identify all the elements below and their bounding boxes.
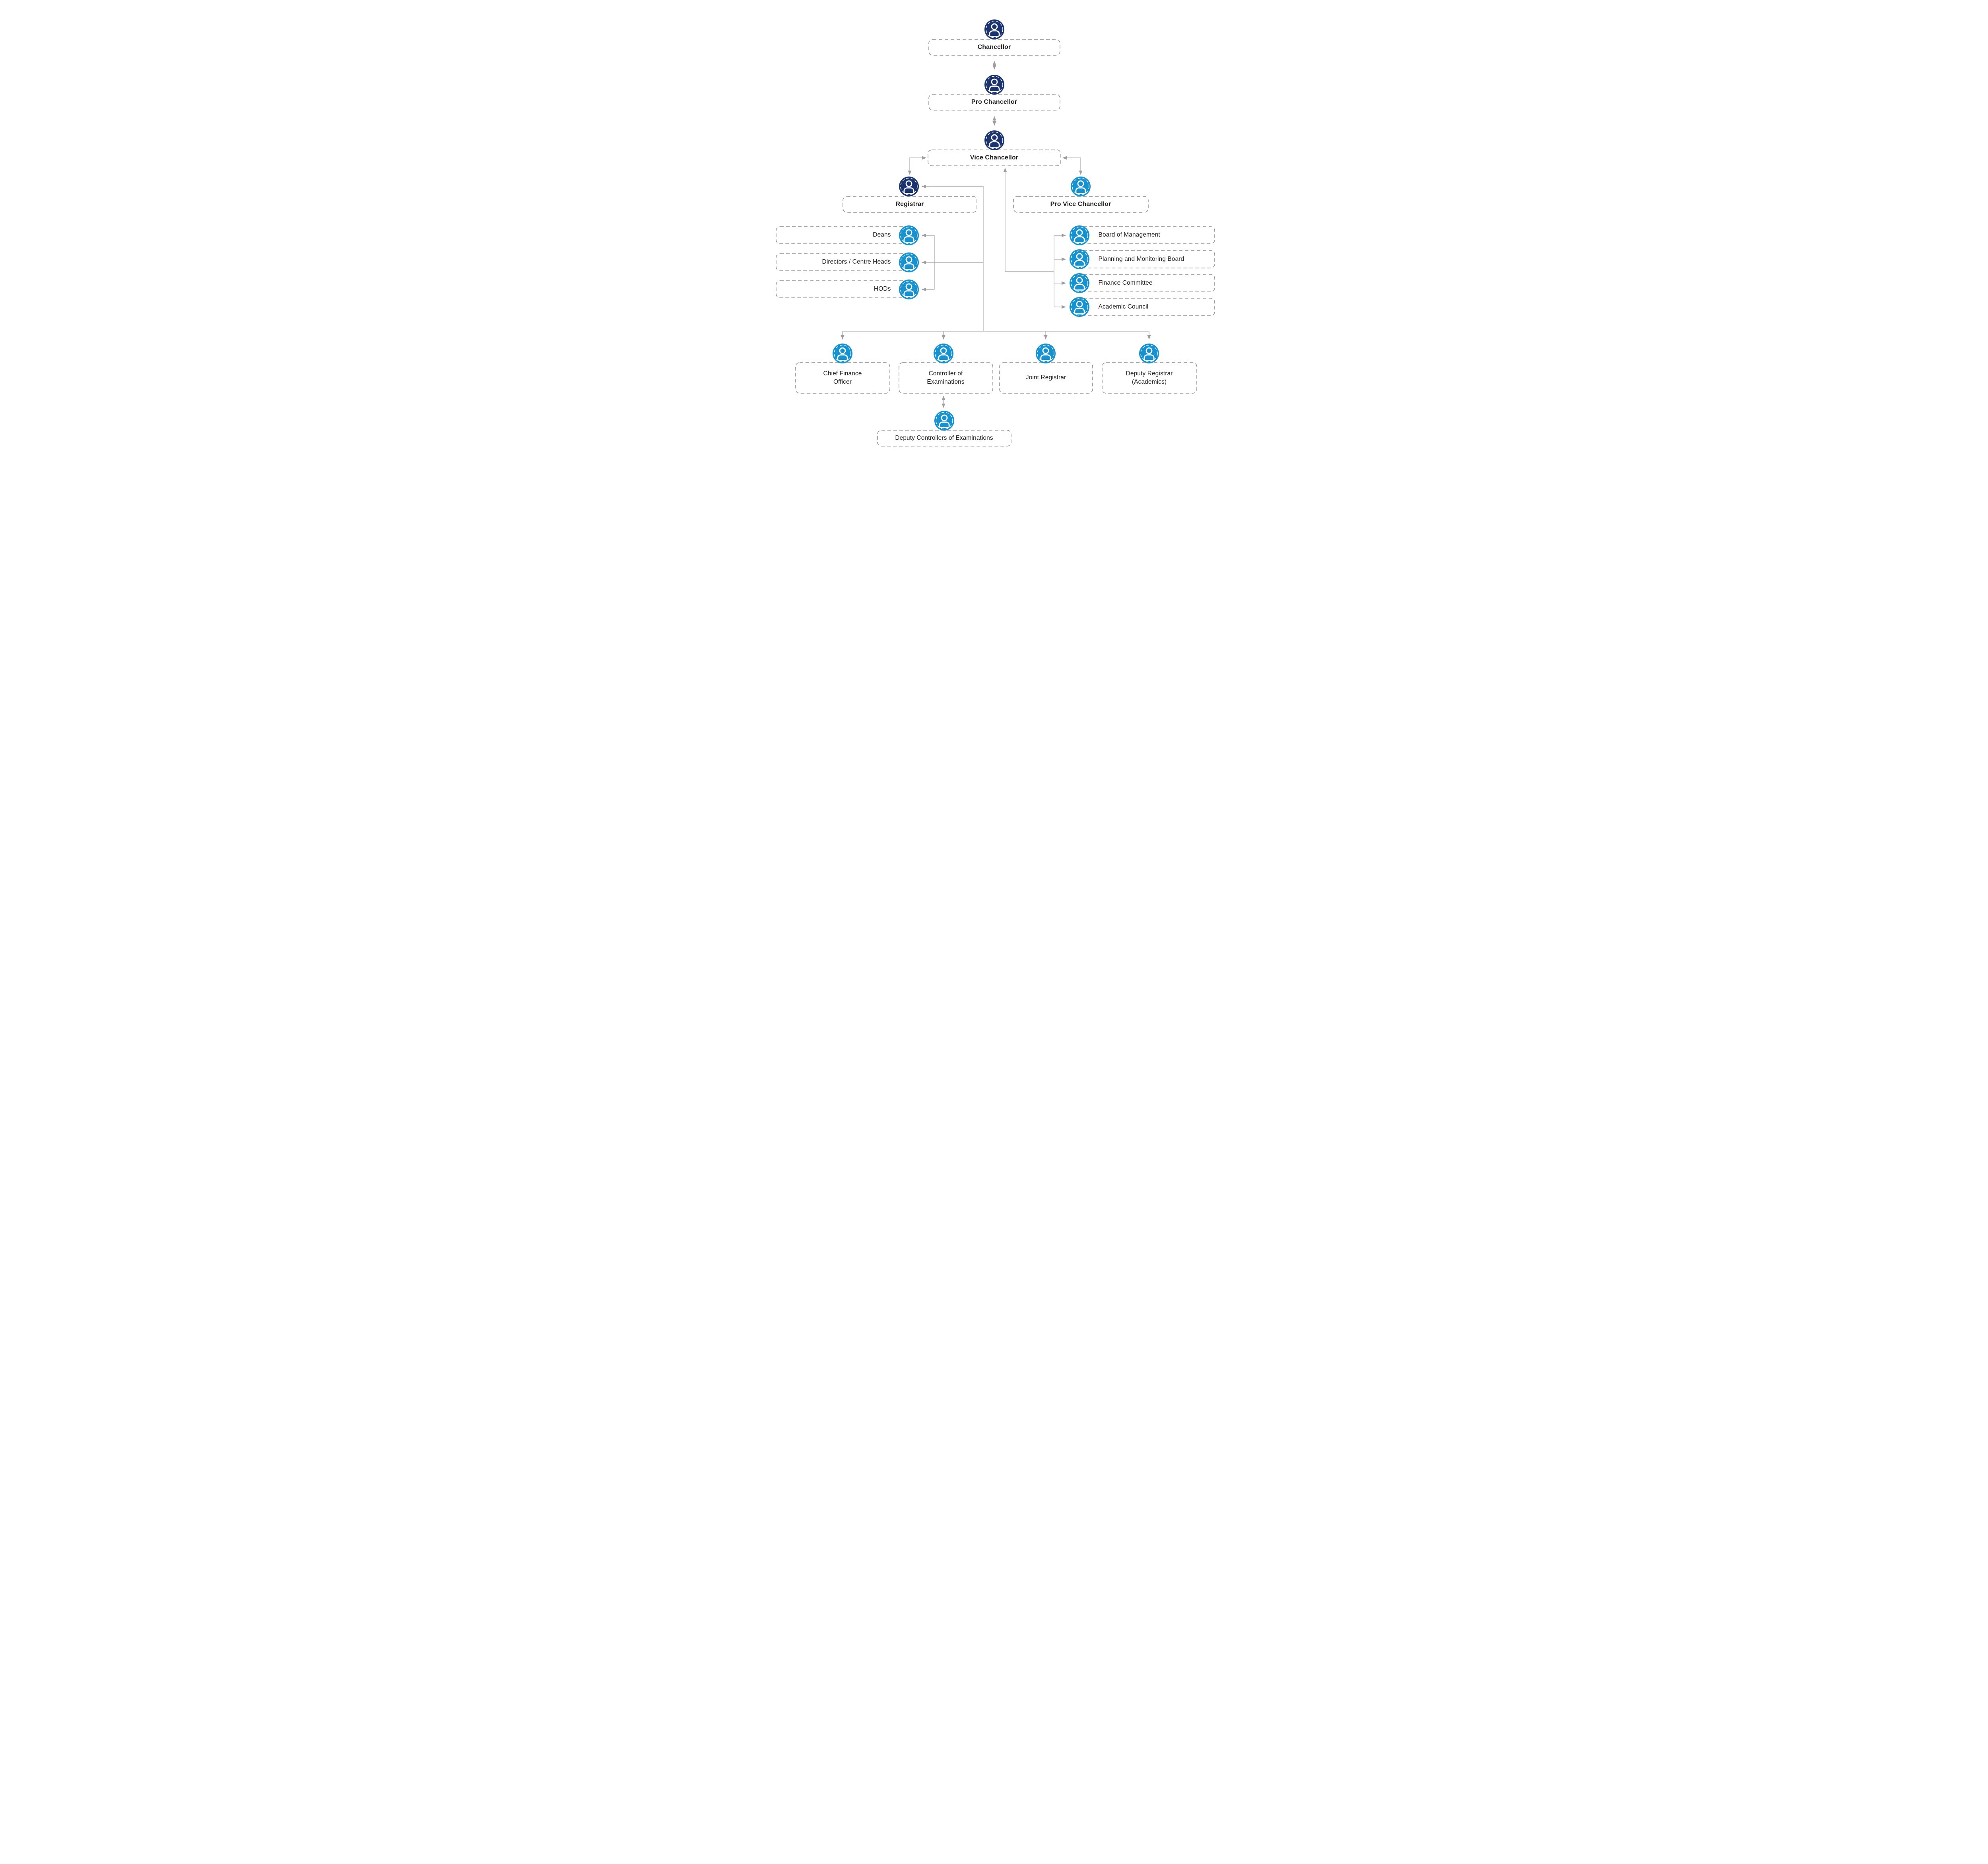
label-pro-vice-chancellor: Pro Vice Chancellor — [1050, 200, 1111, 208]
person-icon-finance-committee — [1069, 273, 1090, 293]
person-icon-deputy-registrar-academics — [1139, 343, 1159, 364]
label-board-of-management: Board of Management — [1098, 231, 1160, 239]
label-deputy-controllers-of-examinations: Deputy Controllers of Examinations — [895, 434, 993, 441]
label-hods: HODs — [874, 285, 891, 293]
connector-vice-chancellor-pro-vice-chancellor — [1062, 156, 1082, 175]
person-icon-pro-vice-chancellor — [1070, 176, 1091, 197]
person-icon-academic-council — [1069, 297, 1090, 317]
person-icon-deputy-controllers-of-examinations — [934, 410, 955, 431]
person-icon-registrar — [899, 176, 919, 197]
box-hods — [775, 280, 909, 298]
person-icon-hods — [899, 279, 919, 300]
label-pro-chancellor: Pro Chancellor — [971, 98, 1017, 105]
label-deans: Deans — [873, 231, 891, 239]
label-directors-centre-heads: Directors / Centre Heads — [822, 258, 891, 266]
label-registrar: Registrar — [895, 200, 924, 208]
label-chief-finance-officer: Chief Finance Officer — [823, 370, 862, 385]
person-icon-pro-chancellor — [984, 74, 1005, 95]
person-icon-vice-chancellor — [984, 130, 1005, 151]
label-vice-chancellor: Vice Chancellor — [970, 154, 1019, 161]
person-icon-chief-finance-officer — [832, 343, 853, 364]
person-icon-deans — [899, 225, 919, 246]
person-icon-controller-of-examinations — [933, 343, 954, 364]
person-icon-board-of-management — [1069, 225, 1090, 246]
person-icon-directors-centre-heads — [899, 252, 919, 273]
label-deputy-registrar-academics: Deputy Registrar (Academics) — [1126, 370, 1173, 385]
box-deans — [775, 226, 909, 244]
connector-registrar-spine — [921, 184, 984, 331]
label-academic-council: Academic Council — [1098, 303, 1149, 310]
connector-vice-chancellor-registrar — [908, 156, 926, 175]
label-chancellor: Chancellor — [977, 43, 1011, 50]
person-icon-planning-and-monitoring-board — [1069, 249, 1090, 270]
box-registrar — [842, 196, 977, 213]
label-planning-and-monitoring-board: Planning and Monitoring Board — [1098, 255, 1184, 262]
label-finance-committee: Finance Committee — [1098, 279, 1153, 286]
label-controller-of-examinations: Controller of Examinations — [927, 370, 965, 385]
person-icon-chancellor — [984, 19, 1005, 40]
box-pro-vice-chancellor — [1013, 196, 1149, 213]
person-icon-joint-registrar — [1035, 343, 1056, 364]
box-directors-centre-heads — [775, 253, 909, 271]
org-chart: Chancellor Pro Chancellor Vice Chancello… — [744, 0, 1244, 466]
label-joint-registrar: Joint Registrar — [1025, 374, 1066, 381]
